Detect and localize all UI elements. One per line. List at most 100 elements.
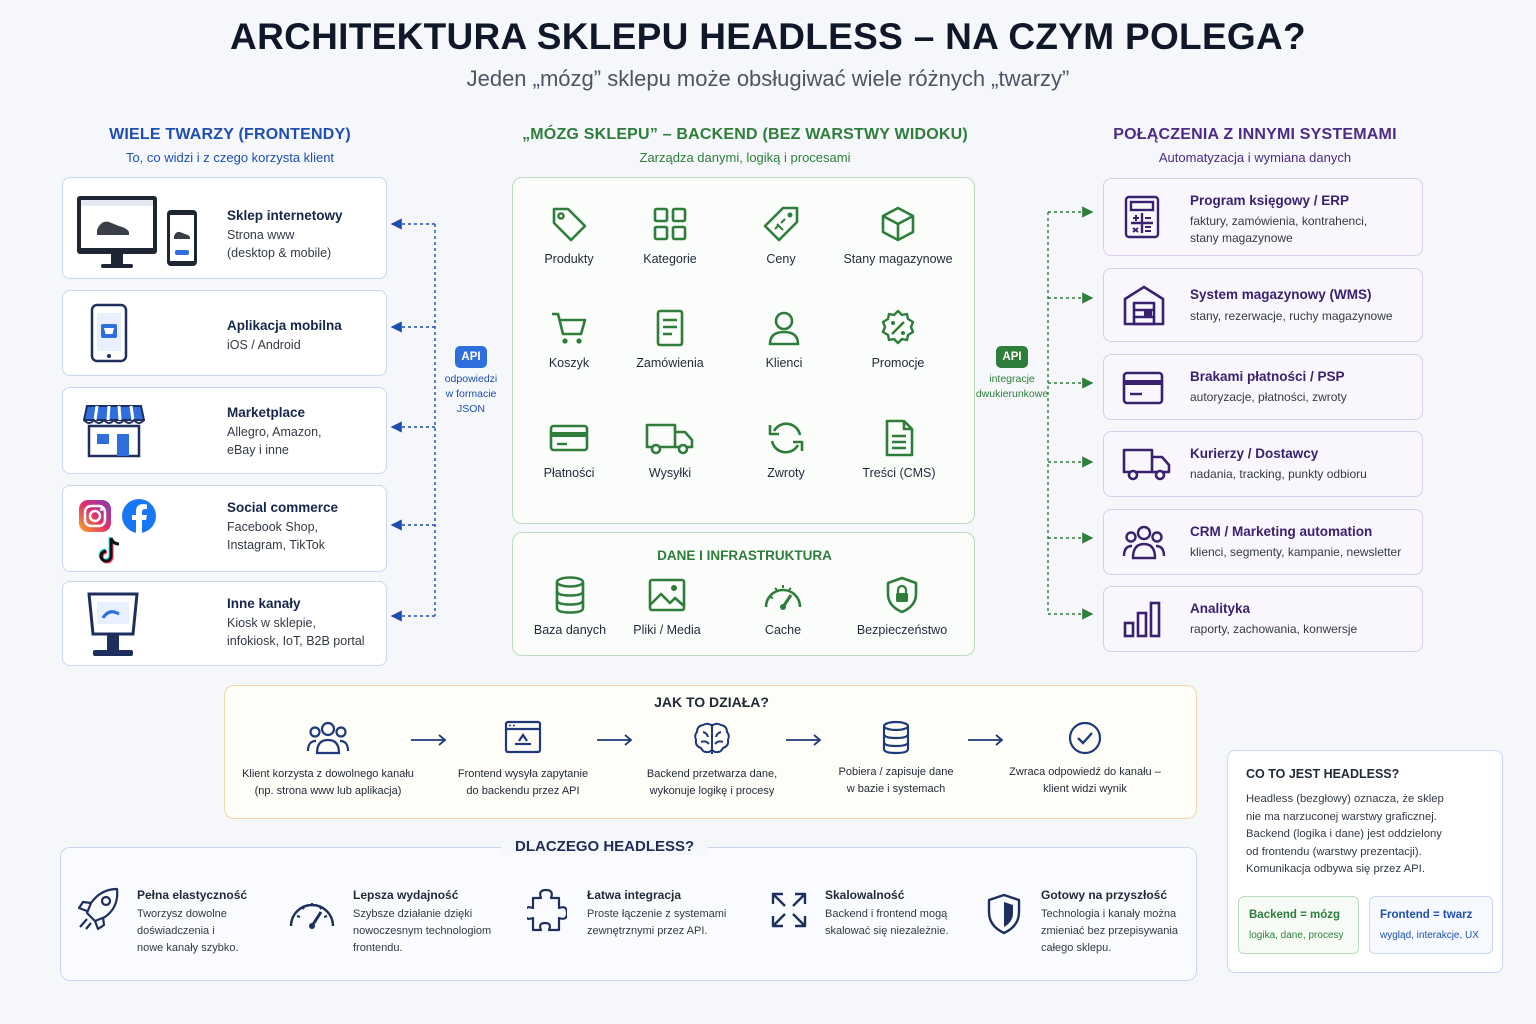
how-step-text: Pobiera / zapisuje dane w bazie i system…: [838, 766, 954, 795]
price-tag-icon: [763, 206, 799, 242]
database-icon: [882, 720, 910, 755]
integration-card-crm[interactable]: CRM / Marketing automation klienci, segm…: [1103, 509, 1423, 575]
why-heading: DLACZEGO HEADLESS?: [501, 838, 709, 855]
integration-desc: raporty, zachowania, konwersje: [1190, 622, 1358, 636]
infra-item-media[interactable]: Pliki / Media: [607, 575, 727, 637]
marketplace-store-icon: [82, 402, 146, 465]
backend-item-prices[interactable]: Ceny: [721, 204, 841, 266]
backend-chip-title: Backend = mózg: [1249, 909, 1341, 921]
how-heading: JAK TO DZIAŁA?: [654, 694, 769, 710]
backend-item-label: Zwroty: [767, 466, 805, 480]
backend-item-label: Kategorie: [643, 252, 697, 266]
integration-card-erp[interactable]: Program księgowy / ERP faktury, zamówien…: [1103, 178, 1423, 256]
arrow-right-icon: [597, 734, 633, 746]
backend-item-label: Klienci: [765, 356, 803, 370]
integration-title: CRM / Marketing automation: [1190, 524, 1373, 539]
check-circle-icon: [1068, 721, 1102, 755]
backend-item-payments[interactable]: Płatności: [509, 418, 629, 480]
backend-item-orders[interactable]: Zamówienia: [610, 308, 730, 370]
frontend-desc: Facebook Shop, Instagram, TikTok: [227, 520, 325, 552]
why-item-desc: Tworzysz dowolne doświadczenia i nowe ka…: [137, 908, 239, 954]
backend-item-returns[interactable]: Zwroty: [726, 418, 846, 480]
refresh-icon: [768, 422, 804, 454]
payment-card-icon: [1122, 369, 1164, 412]
why-item-title: Pełna elastyczność: [137, 888, 248, 902]
frontend-title: Inne kanały: [227, 596, 301, 611]
backend-item-products[interactable]: Produkty: [509, 204, 629, 266]
infra-item-label: Baza danych: [533, 623, 607, 637]
percent-badge-icon: [881, 309, 915, 345]
backend-item-promotions[interactable]: Promocje: [838, 308, 958, 370]
integration-card-wms[interactable]: System magazynowy (WMS) stany, rezerwacj…: [1103, 268, 1423, 342]
brain-icon: [694, 722, 730, 754]
users-group-icon: [306, 721, 350, 755]
desktop-mobile-icon: [75, 194, 205, 279]
frontend-card-social[interactable]: Social commerce Facebook Shop, Instagram…: [62, 485, 387, 572]
integration-card-psp[interactable]: Brakami płatności / PSP autoryzacje, pła…: [1103, 354, 1423, 420]
frontend-chip-desc: wygląd, interakcje, UX: [1380, 930, 1479, 941]
frontend-title: Social commerce: [227, 500, 339, 515]
info-heading: CO TO JEST HEADLESS?: [1246, 767, 1400, 781]
frontend-chip: Frontend = twarz wygląd, interakcje, UX: [1369, 896, 1493, 954]
integration-card-couriers[interactable]: Kurierzy / Dostawcy nadania, tracking, p…: [1103, 431, 1423, 497]
why-item-title: Gotowy na przyszłość: [1041, 888, 1168, 902]
infra-item-label: Cache: [764, 623, 802, 637]
frontend-title: Marketplace: [227, 405, 306, 420]
infrastructure-box: DANE I INFRASTRUKTURA Baza danych Pliki …: [512, 532, 975, 656]
backend-item-label: Stany magazynowe: [843, 252, 953, 266]
api-badge-right: API: [996, 346, 1028, 368]
box-icon: [881, 206, 915, 242]
grid-icon: [653, 207, 687, 241]
page-title: ARCHITEKTURA SKLEPU HEADLESS – NA CZYM P…: [230, 16, 1306, 57]
infra-item-cache[interactable]: Cache: [723, 575, 843, 637]
backend-item-label: Promocje: [871, 356, 925, 370]
backend-item-stock[interactable]: Stany magazynowe: [833, 204, 963, 266]
users-icon: [1122, 522, 1166, 567]
backend-item-customers[interactable]: Klienci: [724, 308, 844, 370]
rocket-icon: [77, 887, 119, 931]
shield-lock-icon: [886, 576, 918, 614]
frontend-desc: Kiosk w sklepie, infokiosk, IoT, B2B por…: [227, 616, 365, 648]
backend-item-cms[interactable]: Treści (CMS): [839, 418, 959, 480]
integration-title: Program księgowy / ERP: [1190, 193, 1350, 208]
backend-heading: „MÓZG SKLEPU” – BACKEND (BEZ WARSTWY WID…: [522, 126, 968, 143]
browser-window-icon: [504, 720, 542, 754]
integrations-subheading: Automatyzacja i wymiana danych: [1158, 150, 1352, 165]
infra-item-database[interactable]: Baza danych: [510, 575, 630, 637]
frontend-card-marketplace[interactable]: Marketplace Allegro, Amazon, eBay i inne: [62, 387, 387, 474]
integration-desc: stany, rezerwacje, ruchy magazynowe: [1190, 309, 1393, 323]
integration-desc: nadania, tracking, punkty odbioru: [1190, 467, 1367, 481]
frontend-card-other-channels[interactable]: Inne kanały Kiosk w sklepie, infokiosk, …: [62, 581, 387, 666]
frontends-heading: WIELE TWARZY (FRONTENDY): [109, 126, 351, 143]
api-badge-left: API: [455, 346, 487, 368]
how-step-4: Pobiera / zapisuje dane w bazie i system…: [801, 720, 991, 798]
arrow-right-icon: [786, 734, 822, 746]
backend-item-label: Treści (CMS): [862, 466, 936, 480]
frontend-title: Aplikacja mobilna: [227, 318, 342, 333]
frontend-card-webstore[interactable]: Sklep internetowy Strona www (desktop & …: [62, 177, 387, 279]
warehouse-icon: [1122, 283, 1166, 332]
why-item-desc: Backend i frontend mogą skalować się nie…: [825, 908, 949, 937]
puzzle-icon: [527, 888, 567, 932]
why-item-title: Łatwa integracja: [587, 888, 682, 902]
backend-item-categories[interactable]: Kategorie: [610, 204, 730, 266]
frontend-card-mobile-app[interactable]: Aplikacja mobilna iOS / Android: [62, 290, 387, 376]
frontend-desc: Allegro, Amazon, eBay i inne: [227, 425, 322, 457]
infra-item-security[interactable]: Bezpieczeństwo: [842, 575, 962, 637]
content-document-icon: [885, 419, 914, 457]
why-item-desc: Technologia i kanały można zmieniać bez …: [1041, 908, 1178, 954]
integration-card-analytics[interactable]: Analityka raporty, zachowania, konwersje: [1103, 586, 1423, 652]
arrow-right-icon: [411, 734, 447, 746]
infra-item-label: Bezpieczeństwo: [856, 623, 948, 637]
integration-desc: klienci, segmenty, kampanie, newsletter: [1190, 545, 1402, 559]
backend-item-label: Koszyk: [548, 356, 590, 370]
why-headless-box: DLACZEGO HEADLESS? Pełna elastyczność Tw…: [60, 838, 1197, 981]
tag-icon: [552, 207, 587, 242]
backend-item-cart[interactable]: Koszyk: [509, 308, 629, 370]
kiosk-icon: [81, 590, 143, 663]
how-step-text: Backend przetwarza dane, wykonuje logikę…: [646, 768, 778, 797]
how-step-3: Backend przetwarza dane, wykonuje logikę…: [617, 720, 807, 800]
how-step-text: Frontend wysyła zapytanie do backendu pr…: [457, 768, 589, 797]
backend-item-shipping[interactable]: Wysyłki: [610, 418, 730, 480]
